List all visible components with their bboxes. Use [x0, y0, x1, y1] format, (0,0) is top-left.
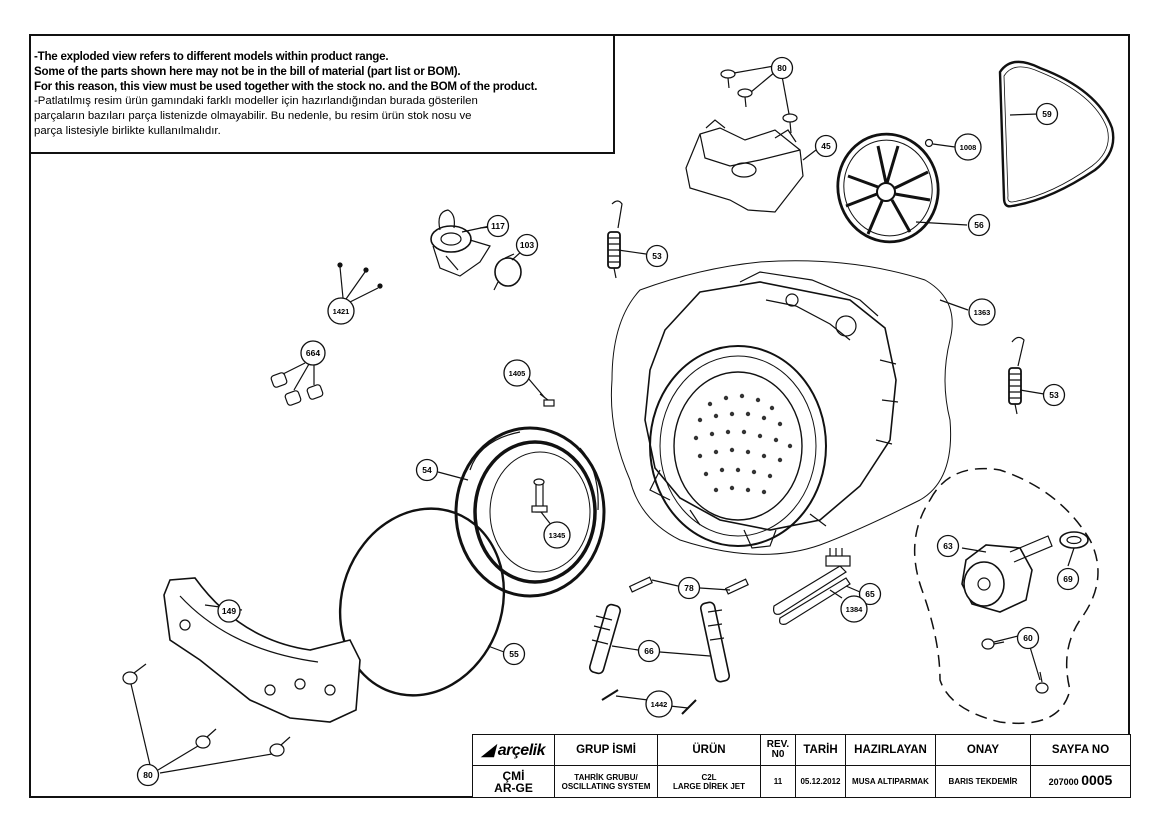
callout-label: 1008 [960, 143, 977, 152]
callout-label: 78 [684, 583, 694, 593]
part-117-inlet [430, 209, 491, 277]
screw-80-top-group [720, 65, 798, 134]
part-1345-shaft [531, 478, 553, 527]
part-149-counterweight [163, 577, 361, 723]
callout-54 [415, 458, 439, 482]
callout-label: 1363 [974, 308, 991, 317]
callout-label: 1384 [846, 605, 864, 614]
header-date: TARİH [795, 734, 846, 766]
part-78-bolts [628, 576, 749, 595]
part-53-spring-top [607, 200, 647, 279]
header-product: ÜRÜN [657, 734, 761, 766]
callout-56 [967, 213, 991, 237]
header-rev: REV.N0 [760, 734, 796, 766]
notice-tr-line: -Patlatılmış resim ürün gamındaki farklı… [34, 95, 478, 107]
notice-en-line: Some of the parts shown here may not be … [34, 65, 461, 78]
callout-label: 80 [777, 63, 787, 73]
notice-tr-line: parçaların bazıları parça listenizde olm… [34, 110, 472, 122]
callout-label: 45 [821, 141, 831, 151]
callout-label: 63 [943, 541, 953, 551]
callout-149 [217, 599, 241, 623]
page-number: 207000 0005 [1030, 765, 1131, 798]
notice-tr-line: parça listesiyle birlikte kullanılmalıdı… [34, 125, 221, 137]
callout-label: 54 [422, 465, 432, 475]
callout-1421 [327, 297, 355, 325]
callout-69 [1056, 567, 1080, 591]
header-group: GRUP İSMİ [554, 734, 658, 766]
approved-by: BARIS TEKDEMİR [935, 765, 1031, 798]
callout-55 [502, 642, 526, 666]
callout-1345 [543, 521, 571, 549]
callout-label: 69 [1063, 574, 1073, 584]
callout-label: 80 [143, 770, 153, 780]
callout-1405 [503, 359, 531, 387]
part-45-bracket [685, 119, 817, 213]
callout-80-top [770, 56, 794, 80]
brand-logo: ◢ arçelik [472, 734, 555, 766]
callout-103 [515, 233, 539, 257]
header-approval: ONAY [935, 734, 1031, 766]
group-name: TAHRİK GRUBU/OSCILLATING SYSTEM [554, 765, 658, 798]
callout-53-right [1042, 383, 1066, 407]
callout-63 [936, 534, 960, 558]
part-54-front-ring [437, 426, 606, 598]
callout-59 [1035, 102, 1059, 126]
callout-60 [1016, 626, 1040, 650]
part-63-motor [961, 535, 1053, 613]
callout-label: 1442 [651, 700, 668, 709]
callout-1363 [968, 298, 996, 326]
part-56-pulley [836, 132, 968, 244]
tub-holes [693, 393, 793, 495]
part-66-dampers [589, 601, 731, 683]
screws-60 [981, 635, 1049, 694]
callout-label: 56 [974, 220, 984, 230]
callout-label: 59 [1042, 109, 1052, 119]
callout-label: 103 [520, 240, 534, 250]
notice-en-line: -The exploded view refers to different m… [34, 50, 389, 63]
revision-number: 11 [760, 765, 796, 798]
parts-664 [270, 362, 324, 406]
callout-66 [637, 639, 661, 663]
callout-label: 53 [1049, 390, 1059, 400]
callout-label: 66 [644, 646, 654, 656]
header-page: SAYFA NO [1030, 734, 1131, 766]
callout-label: 1345 [549, 531, 566, 540]
callout-label: 53 [652, 251, 662, 261]
callout-53-top [645, 244, 669, 268]
screws-80-bottom [122, 663, 291, 774]
callout-label: 65 [865, 589, 875, 599]
notice-en-line: For this reason, this view must be used … [34, 80, 538, 93]
callout-1008 [954, 133, 982, 161]
callout-664 [300, 340, 326, 366]
callout-label: 149 [222, 606, 236, 616]
callout-45 [814, 134, 838, 158]
callout-label: 55 [509, 649, 519, 659]
date-value: 05.12.2012 [795, 765, 846, 798]
callout-117 [486, 214, 510, 238]
screws-1421 [337, 262, 383, 303]
callout-78 [677, 576, 701, 600]
exploded-view-notice: -The exploded view refers to different m… [29, 34, 615, 154]
callout-65 [858, 582, 882, 606]
callout-label: 117 [491, 221, 505, 231]
callout-1442 [645, 690, 673, 718]
header-prepared: HAZIRLAYAN [845, 734, 936, 766]
part-1363-tub [644, 271, 899, 549]
callout-label: 60 [1023, 633, 1033, 643]
callout-1384 [840, 595, 868, 623]
callout-label: 1421 [333, 307, 350, 316]
prepared-by: MUSA ALTIPARMAK [845, 765, 936, 798]
callout-80-bottom [136, 763, 160, 787]
part-53-spring-right [1008, 336, 1045, 415]
title-block: ◢ arçelik GRUP İSMİ ÜRÜN REV.N0 TARİH HA… [472, 734, 1131, 798]
callout-label: 664 [306, 348, 320, 358]
callout-label: 1405 [509, 369, 526, 378]
part-65-heater [773, 548, 861, 625]
